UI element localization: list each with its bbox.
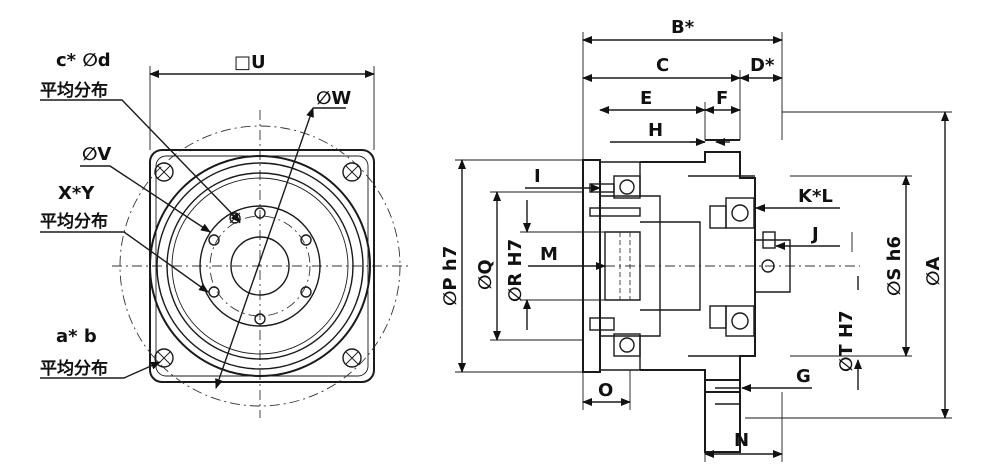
- cd-note: 平均分布: [40, 80, 108, 101]
- input-hub: [604, 231, 641, 301]
- f-label: F: [716, 88, 728, 109]
- gear-carrier: [640, 221, 701, 311]
- upper-left-bearing: [613, 175, 641, 199]
- lower-spacer: [709, 305, 727, 329]
- corner-hole-bottom-left: [154, 348, 174, 368]
- ab-leader: [40, 361, 161, 379]
- output-flange-lines: [688, 175, 755, 357]
- i-label: I: [534, 166, 541, 187]
- kl-label: K*L: [798, 186, 833, 207]
- housing-inner-wall: [640, 195, 661, 337]
- xy-leader: [40, 231, 209, 293]
- j-label: J: [810, 224, 819, 245]
- q-label: ∅Q: [475, 259, 496, 290]
- n-label: N: [734, 430, 749, 451]
- front-view: ∅W □U c* ∅d 平均分布 ∅V X*Y 平均分布 a* b 平均分布: [40, 50, 408, 418]
- b-label: B*: [671, 17, 695, 38]
- upper-right-bearing: [725, 197, 755, 229]
- main-housing: [640, 151, 756, 381]
- v-label: ∅V: [82, 144, 111, 165]
- corner-hole-top-right: [342, 162, 362, 182]
- lower-left-bearing: [613, 333, 641, 357]
- corner-hole-top-left: [154, 162, 174, 182]
- side-view: B* C D* E F H I M ∅P h7 ∅: [440, 17, 952, 462]
- o-label: O: [598, 380, 613, 401]
- d-label: D*: [750, 55, 775, 76]
- v-leader: [80, 165, 211, 233]
- lower-right-bearing: [725, 305, 755, 337]
- w-diameter-line: [215, 107, 314, 389]
- mounting-pcd-circle: [119, 125, 401, 407]
- upper-screw: [589, 207, 641, 217]
- upper-spacer: [709, 205, 727, 229]
- w-label: ∅W: [316, 88, 351, 109]
- u-label: □U: [234, 52, 266, 73]
- g-label: G: [796, 366, 811, 387]
- t-label: ∅T H7: [836, 310, 857, 372]
- output-shaft-end: [755, 239, 791, 293]
- lower-seal: [589, 317, 615, 331]
- input-flange-plate: [582, 159, 601, 373]
- foot-detail: [715, 387, 740, 405]
- lower-bearing-housing: [600, 335, 641, 371]
- r-label: ∅R H7: [505, 239, 526, 302]
- h-label: H: [648, 120, 663, 141]
- xy-note: 平均分布: [40, 211, 108, 232]
- tapped-hole-marker: [229, 212, 241, 224]
- e-label: E: [640, 88, 652, 109]
- m-label: M: [540, 244, 558, 265]
- corner-hole-bottom-right: [342, 348, 362, 368]
- ab-label: a* b: [56, 326, 97, 347]
- set-screw: [761, 259, 775, 273]
- xy-label: X*Y: [58, 183, 95, 204]
- s-label: ∅S h6: [884, 236, 905, 296]
- upper-bearing-housing: [600, 161, 641, 197]
- cd-leader: [40, 99, 241, 223]
- p-label: ∅P h7: [440, 246, 461, 306]
- ab-note: 平均分布: [40, 358, 108, 379]
- a-label: ∅A: [923, 257, 944, 286]
- cd-label: c* ∅d: [56, 50, 111, 71]
- c-label: C: [656, 55, 669, 76]
